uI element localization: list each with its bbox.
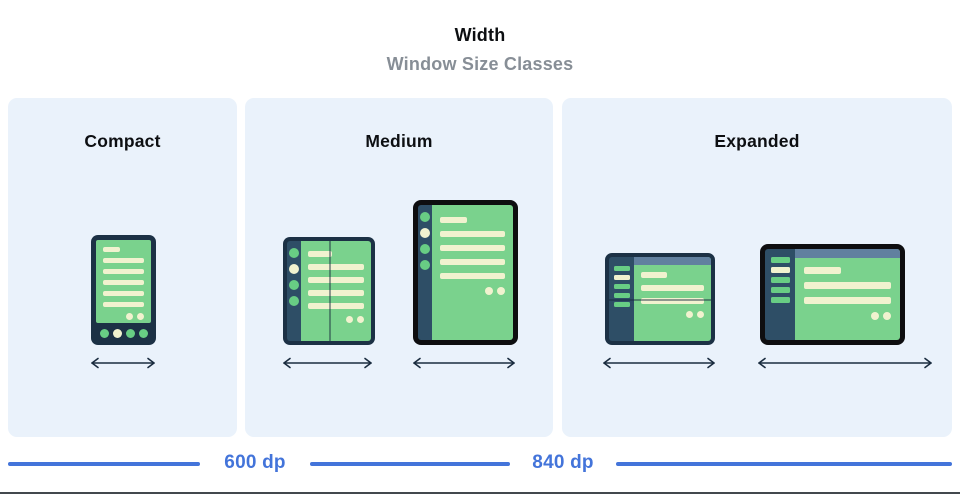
content-dots — [804, 312, 891, 320]
nav-rail — [765, 249, 795, 340]
content-line — [103, 269, 144, 274]
tablet-screen — [795, 249, 900, 340]
content-line — [804, 297, 891, 304]
content-line — [308, 251, 332, 257]
content-dots — [440, 287, 505, 295]
foldable-screen — [634, 257, 711, 341]
app-top-bar — [634, 257, 711, 265]
tablet-landscape-mockup — [760, 244, 905, 345]
fold-crease — [609, 299, 711, 301]
foldable-portrait-mockup — [283, 237, 375, 345]
content-dots — [308, 316, 364, 323]
foldable-landscape-mockup — [605, 253, 715, 345]
content-line — [103, 291, 144, 296]
width-arrow-icon — [413, 357, 515, 369]
content-line — [103, 247, 121, 252]
width-arrow-icon — [603, 357, 715, 369]
page-subtitle: Window Size Classes — [386, 54, 574, 74]
ruler-line-segment — [8, 462, 200, 466]
figure-bottom-border — [0, 492, 960, 494]
content-line — [440, 231, 505, 237]
nav-rail — [418, 205, 432, 340]
content-dots — [641, 311, 704, 318]
panel-expanded: Expanded — [562, 98, 952, 437]
content-line — [804, 267, 841, 274]
phone-screen — [96, 240, 151, 323]
content-line — [804, 282, 891, 289]
content-line — [103, 258, 144, 263]
breakpoint-840dp-label: 840 dp — [532, 452, 594, 473]
content-line — [440, 273, 505, 279]
content-line — [641, 298, 704, 304]
width-arrow-icon — [283, 357, 372, 369]
nav-rail — [609, 257, 634, 341]
nav-rail — [287, 241, 301, 341]
panel-medium-label: Medium — [365, 131, 433, 151]
content-line — [308, 290, 364, 296]
panel-compact-label: Compact — [84, 131, 161, 151]
fold-crease — [329, 241, 331, 341]
content-line — [103, 302, 144, 307]
ruler-line-segment — [310, 462, 510, 466]
content-line — [440, 217, 468, 223]
panel-compact: Compact — [8, 98, 237, 437]
app-top-bar — [795, 249, 900, 258]
tablet-portrait-mockup — [413, 200, 518, 345]
width-arrow-icon — [758, 357, 932, 369]
content-line — [308, 264, 364, 270]
width-arrow-icon — [91, 357, 155, 369]
panel-medium: Medium — [245, 98, 553, 437]
ruler-line-segment — [616, 462, 952, 466]
page-title: Width — [454, 25, 506, 45]
foldable-screen — [301, 241, 371, 341]
content-line — [440, 259, 505, 265]
content-line — [308, 277, 364, 283]
tablet-screen — [432, 205, 513, 340]
panel-expanded-label: Expanded — [714, 131, 800, 151]
content-line — [103, 280, 144, 285]
content-line — [641, 272, 668, 278]
phone-nav-bar — [96, 323, 151, 344]
content-line — [641, 285, 704, 291]
content-line — [440, 245, 505, 251]
breakpoint-600dp-label: 600 dp — [224, 452, 286, 473]
phone-portrait-mockup — [91, 235, 156, 345]
content-line — [308, 303, 364, 309]
content-dots — [103, 313, 144, 320]
